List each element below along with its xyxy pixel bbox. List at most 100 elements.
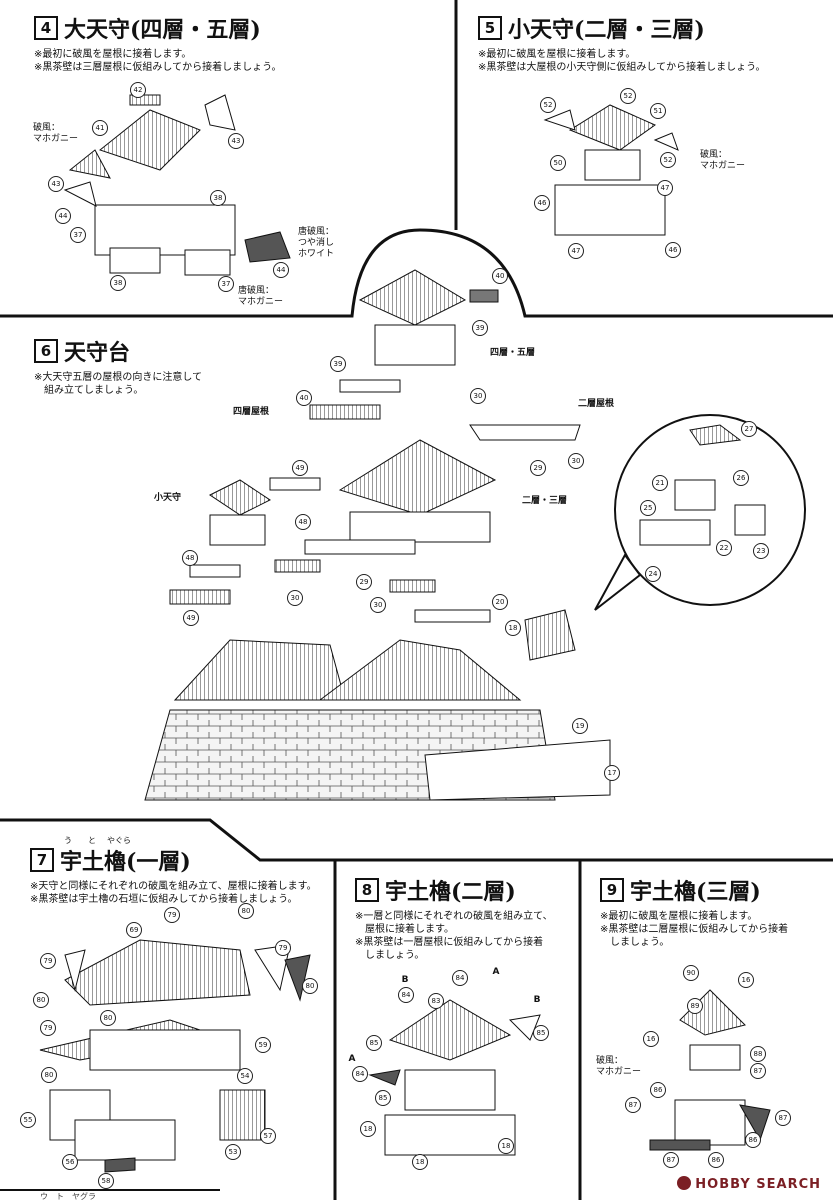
part-number: 80 <box>33 992 49 1008</box>
part-number: 52 <box>620 88 636 104</box>
part-number: 87 <box>775 1110 791 1126</box>
part-number: 87 <box>750 1063 766 1079</box>
part-number: 85 <box>366 1035 382 1051</box>
s5-illustration <box>543 104 679 236</box>
section-6: 6 天守台 ※大天守五層の屋根の向きに注意して 組み立てしましょう。 <box>34 335 202 397</box>
section-6-notes: ※大天守五層の屋根の向きに注意して 組み立てしましょう。 <box>34 371 202 397</box>
section-8: 8 宇土櫓(二層) ※一層と同様にそれぞれの破風を組み立て、 屋根に接着します。… <box>355 874 553 962</box>
section-4-title: 4 大天守(四層・五層) <box>34 12 281 44</box>
part-number: 18 <box>498 1138 514 1154</box>
part-number: 37 <box>218 276 234 292</box>
part-number: 50 <box>550 155 566 171</box>
part-number: 84 <box>352 1066 368 1082</box>
callout-2-3: 二層・三層 <box>522 496 568 506</box>
part-number: 44 <box>55 208 71 224</box>
note: ※黒茶壁は一層屋根に仮組みしてから接着 <box>355 937 544 948</box>
part-number: 22 <box>716 540 732 556</box>
part-number: 79 <box>40 1020 56 1036</box>
part-number: 30 <box>568 453 584 469</box>
step-number: 7 <box>30 848 54 872</box>
section-9-title: 9 宇土櫓(三層) <box>600 874 788 906</box>
part-number: 42 <box>130 82 146 98</box>
note: ※黒茶壁は三層屋根に仮組みしてから接着しましょう。 <box>34 62 282 73</box>
part-number: 55 <box>20 1112 36 1128</box>
part-number: 83 <box>428 993 444 1009</box>
part-number: 51 <box>650 103 666 119</box>
part-number: 85 <box>375 1090 391 1106</box>
part-number: 43 <box>228 133 244 149</box>
part-number: 16 <box>643 1031 659 1047</box>
callout-4-5: 四層・五層 <box>490 348 536 358</box>
part-number: 87 <box>625 1097 641 1113</box>
s7-illustration <box>39 939 311 1173</box>
step-number: 5 <box>478 16 502 40</box>
part-number: 47 <box>568 243 584 259</box>
part-number: 37 <box>70 227 86 243</box>
part-number: 80 <box>100 1010 116 1026</box>
part-number: 38 <box>110 275 126 291</box>
hobby-search-logo-icon <box>677 1176 692 1190</box>
part-number: 79 <box>275 940 291 956</box>
part-number: 80 <box>302 978 318 994</box>
ruby-to: と <box>88 836 96 845</box>
part-label: A <box>492 967 500 977</box>
part-number: 49 <box>183 610 199 626</box>
callout-4-roof: 四層屋根 <box>233 407 270 417</box>
part-number: 80 <box>41 1067 57 1083</box>
part-number: 48 <box>182 550 198 566</box>
part-number: 58 <box>98 1173 114 1189</box>
watermark: HOBBY SEARCH <box>677 1176 821 1192</box>
part-label: B <box>401 975 409 985</box>
step-number: 8 <box>355 878 379 902</box>
part-number: 16 <box>738 972 754 988</box>
title-text: 小天守(二層・三層) <box>508 17 705 43</box>
part-number: 88 <box>750 1046 766 1062</box>
part-number: 26 <box>733 470 749 486</box>
part-number: 43 <box>48 176 64 192</box>
step-number: 6 <box>34 339 58 363</box>
label-karahafu-white: 唐破風： つや消し ホワイト <box>298 227 335 259</box>
note: 屋根に接着します。 <box>355 924 454 935</box>
part-number: 87 <box>663 1152 679 1168</box>
part-number: 25 <box>640 500 656 516</box>
part-number: 30 <box>470 388 486 404</box>
callout-2-roof: 二層屋根 <box>578 399 615 409</box>
s6-illustration <box>144 269 806 801</box>
section-6-title: 6 天守台 <box>34 335 202 367</box>
part-number: 20 <box>492 594 508 610</box>
watermark-text: HOBBY SEARCH <box>695 1177 821 1192</box>
part-number: 86 <box>650 1082 666 1098</box>
title-text: 天守台 <box>64 340 131 366</box>
section-9-notes: ※最初に破風を屋根に接着します。 ※黒茶壁は二層屋根に仮組みしてから接着 しまし… <box>600 910 788 949</box>
part-number: 85 <box>533 1025 549 1041</box>
section-7-notes: ※天守と同様にそれぞれの破風を組み立て、屋根に接着します。 ※黒茶壁は宇土櫓の石… <box>30 880 317 906</box>
part-number: 86 <box>745 1132 761 1148</box>
note: しましょう。 <box>355 950 425 961</box>
s4-illustration <box>63 94 291 276</box>
note: ※最初に破風を屋根に接着します。 <box>478 49 636 60</box>
part-number: 39 <box>472 320 488 336</box>
part-number: 49 <box>292 460 308 476</box>
part-number: 48 <box>295 514 311 530</box>
part-number: 29 <box>530 460 546 476</box>
note: ※天守と同様にそれぞれの破風を組み立て、屋根に接着します。 <box>30 881 317 892</box>
part-label: A <box>348 1054 356 1064</box>
part-number: 46 <box>665 242 681 258</box>
title-text: 宇土櫓(三層) <box>630 879 761 905</box>
step-number: 4 <box>34 16 58 40</box>
label-karahafu-mahogany: 唐破風： マホガニー <box>238 286 284 307</box>
part-number: 46 <box>534 195 550 211</box>
part-number: 40 <box>492 268 508 284</box>
note: ※黒茶壁は大屋根の小天守側に仮組みしてから接着しましょう。 <box>478 62 766 73</box>
s8-illustration <box>368 999 541 1156</box>
part-number: 29 <box>356 574 372 590</box>
part-number: 56 <box>62 1154 78 1170</box>
part-number: 44 <box>273 262 289 278</box>
title-text: 宇土櫓(一層) <box>60 849 191 875</box>
part-number: 41 <box>92 120 108 136</box>
title-text: 大天守(四層・五層) <box>64 17 261 43</box>
title-text: 宇土櫓(二層) <box>385 879 516 905</box>
part-number: 54 <box>237 1068 253 1084</box>
note: ※黒茶壁は二層屋根に仮組みしてから接着 <box>600 924 789 935</box>
